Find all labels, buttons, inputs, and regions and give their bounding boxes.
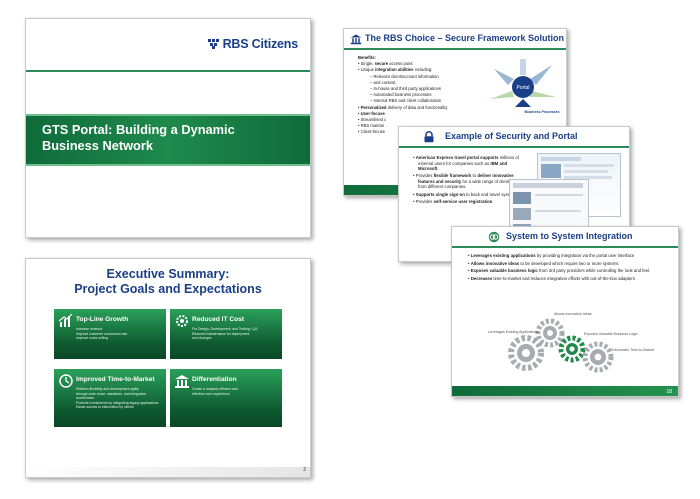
slide-header: The RBS Choice – Secure Framework Soluti… [344,29,566,50]
tile-heading: Reduced IT Cost [192,316,245,323]
list-item: • Unique integration abilities including… [358,67,433,73]
tile-heading: Improved Time-to-Market [76,376,155,383]
list-item: • Single, secure access point [358,61,413,67]
list-item: • American Express travel portal support… [413,155,519,172]
title-band: GTS Portal: Building a Dynamic Business … [26,114,310,166]
page-number: 18 [666,389,672,395]
gears-diagram: Allows Innovative Ideas Leverages Existi… [488,312,654,373]
bullet-list: • Leverages existing applications by pro… [468,253,666,283]
list-item: • Personalized delivery of data and func… [358,104,448,110]
tile-body: For Design, Development, and Testing / Q… [192,327,258,340]
list-item: • Leverages existing applications by pro… [468,253,635,258]
benefits-list: Benefits: • Single, secure access point•… [358,55,478,136]
slide-title: System to System Integration [506,231,633,241]
diagram-center-label: Portal [516,85,529,91]
list-item: • RBS maintai [358,123,384,129]
title-line-1: Executive Summary: [106,267,230,281]
growth-chart-icon [58,313,74,329]
list-item: • Decreases time-to-market and reduces i… [468,275,635,281]
gear-icon [535,318,565,348]
list-item: • Allows innovative ideas to be develope… [468,260,619,266]
list-item: • User-focuse [358,110,385,116]
bank-icon [350,34,362,45]
list-item: • Streamlined c [358,117,387,123]
list-item: • Supports single sign-on to back end tr… [413,191,519,197]
gear-label: Exposes Valuable Business Logic [584,332,638,336]
slide-title: The RBS Choice – Secure Framework Soluti… [365,33,565,43]
tile-reduced-it-cost: Reduced IT Cost For Design, Development,… [170,309,282,359]
benefits-label: Benefits: [358,55,376,60]
slide-thumbnail-title[interactable]: RBS Citizens GTS Portal: Building a Dyna… [25,18,311,238]
tile-differentiation: Differentiation Create a uniquely effici… [170,369,282,427]
page-number: 2 [303,467,306,473]
framework-diagram: Portal Business Processes [490,59,560,114]
tile-body: Platform flexibility and development agi… [76,387,159,409]
integration-icon [488,231,500,243]
list-item: – In-house and third party applications [370,86,442,92]
gear-icon [508,335,544,371]
gear-icon [174,313,190,329]
gear-label: Allows Innovative Ideas [554,312,592,316]
clock-icon [58,373,74,389]
list-item: • Provides self-service user registratio… [413,198,493,204]
list-item: – and content, [370,79,397,85]
slide-title: Example of Security and Portal [445,131,578,141]
tile-improved-time-to-market: Improved Time-to-Market Platform flexibi… [54,369,166,427]
rbs-logo-mark-icon [207,39,219,49]
slide-footer [26,467,310,477]
list-item: – Automated business processes [370,92,432,98]
title-line-2: Project Goals and Expectations [74,282,262,296]
gear-label: Leverages Existing Applications [488,330,539,334]
slide-thumbnail-system-integration[interactable]: System to System Integration • Leverages… [451,226,679,397]
gear-label: Decreases Time-to-Market [612,348,654,352]
slide-footer [452,386,678,396]
building-icon [174,373,190,389]
slide-header: Example of Security and Portal [399,127,629,148]
list-item: • Exposes valuable business logic from 3… [468,268,651,274]
slide-title: GTS Portal: Building a Dynamic Business … [42,122,235,153]
tile-heading: Differentiation [192,376,237,383]
list-item: • Provides flexible framework to deliver… [413,173,514,190]
header-divider [26,70,310,72]
slide-title: Executive Summary: Project Goals and Exp… [26,267,310,297]
gear-icon [582,341,614,373]
slide-header: System to System Integration [452,227,678,248]
gear-icon [558,335,586,363]
tile-heading: Top-Line Growth [76,316,129,323]
diagram-bottom-label: Business Processes [525,110,560,114]
list-item: – Relevant client/account information [370,73,439,79]
list-item: – Internal RBS and client collaboration [370,98,442,104]
rbs-citizens-logo: RBS Citizens [207,37,299,51]
list-item: • Client-focuse [358,129,386,135]
padlock-icon [424,131,434,143]
slide-thumbnail-executive-summary[interactable]: Executive Summary: Project Goals and Exp… [25,258,311,478]
bullet-list: • American Express travel portal support… [413,155,519,206]
logo-text: RBS Citizens [222,37,299,51]
